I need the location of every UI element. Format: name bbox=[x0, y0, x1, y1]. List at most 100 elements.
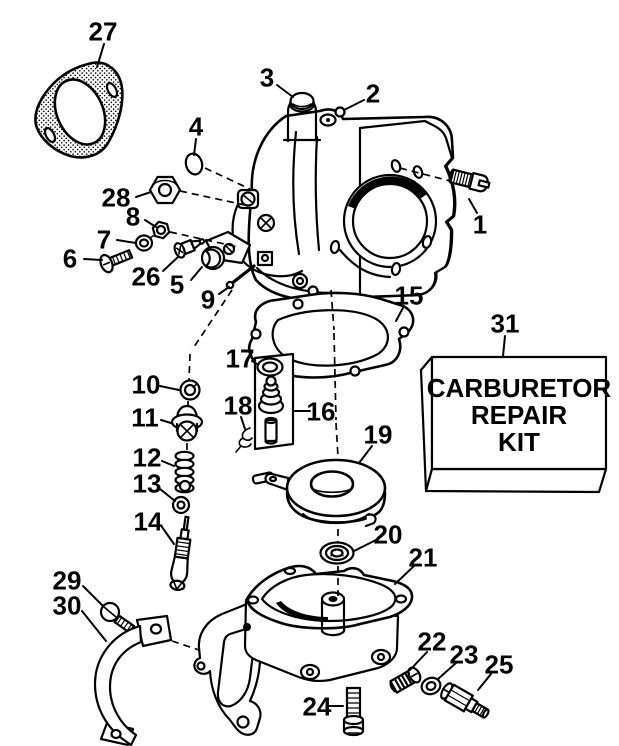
idle-air-bleed-ball bbox=[334, 106, 346, 118]
callout-6: 6 bbox=[63, 244, 103, 274]
callout-number-21: 21 bbox=[409, 543, 438, 573]
callout-number-25: 25 bbox=[485, 650, 514, 680]
pivot-pin bbox=[225, 264, 256, 290]
callout-number-24: 24 bbox=[303, 692, 332, 722]
kit-box-line-1: CARBURETOR bbox=[427, 373, 612, 403]
callout-leader-3 bbox=[276, 84, 294, 98]
callout-number-20: 20 bbox=[374, 520, 403, 550]
callout-leader-20 bbox=[353, 539, 377, 552]
packing-ring bbox=[179, 379, 201, 401]
adjustment-needle bbox=[169, 515, 192, 591]
vent-cap bbox=[289, 91, 315, 111]
retainer-clip bbox=[235, 427, 253, 453]
small-nut bbox=[151, 220, 171, 240]
callout-number-1: 1 bbox=[473, 210, 487, 240]
fuel-inlet-fitting bbox=[440, 682, 490, 719]
callout-leader-15 bbox=[395, 305, 405, 322]
callout-number-17: 17 bbox=[226, 344, 255, 374]
callout-29: 29 bbox=[53, 566, 104, 607]
callout-number-28: 28 bbox=[102, 183, 131, 213]
lock-washer bbox=[134, 234, 154, 252]
callout-number-12: 12 bbox=[133, 443, 162, 473]
callout-22: 22 bbox=[409, 627, 446, 671]
plug-washer bbox=[420, 676, 442, 696]
callout-30: 30 bbox=[53, 591, 107, 642]
callout-leader-7 bbox=[116, 239, 137, 244]
callout-leader-2 bbox=[343, 99, 365, 111]
pump-check-ball bbox=[184, 152, 204, 176]
callout-number-10: 10 bbox=[132, 370, 161, 400]
callout-10: 10 bbox=[132, 370, 180, 400]
callout-number-29: 29 bbox=[53, 566, 82, 596]
callout-number-8: 8 bbox=[126, 202, 140, 232]
callout-number-3: 3 bbox=[260, 63, 274, 93]
needle-valve-seat bbox=[170, 404, 204, 442]
callout-leader-4 bbox=[193, 138, 197, 156]
callout-15: 15 bbox=[395, 281, 423, 322]
callout-number-30: 30 bbox=[53, 591, 82, 621]
callout-leader-11 bbox=[160, 419, 172, 424]
callout-leader-17 bbox=[251, 360, 258, 365]
idle-needle-screw bbox=[448, 168, 491, 193]
callout-14: 14 bbox=[134, 507, 175, 545]
callout-leader-28 bbox=[135, 191, 152, 198]
float-bowl bbox=[193, 564, 414, 736]
callout-leader-5 bbox=[190, 266, 203, 281]
callout-leader-6 bbox=[83, 258, 103, 261]
callout-leader-23 bbox=[437, 662, 457, 680]
callout-18: 18 bbox=[224, 391, 253, 430]
kit-box-line-2: REPAIR bbox=[471, 400, 568, 430]
callout-leader-14 bbox=[161, 526, 175, 545]
callout-number-13: 13 bbox=[133, 469, 162, 499]
callout-4: 4 bbox=[189, 112, 204, 156]
callout-number-9: 9 bbox=[201, 285, 215, 315]
callout-leader-30 bbox=[81, 610, 107, 642]
callout-leader-29 bbox=[82, 585, 104, 607]
mixture-spring bbox=[174, 450, 195, 494]
callout-20: 20 bbox=[353, 520, 403, 552]
assembly-axis-lines bbox=[169, 167, 451, 651]
callout-13: 13 bbox=[133, 469, 176, 502]
callout-leader-10 bbox=[159, 385, 180, 391]
callout-3: 3 bbox=[260, 63, 294, 98]
mounting-bolt bbox=[342, 686, 365, 737]
callout-8: 8 bbox=[126, 202, 157, 232]
callout-number-27: 27 bbox=[89, 17, 118, 47]
callout-27: 27 bbox=[89, 17, 118, 68]
mounting-gasket bbox=[34, 61, 124, 159]
callout-number-5: 5 bbox=[170, 270, 184, 300]
callout-leader-8 bbox=[144, 219, 157, 228]
callout-17: 17 bbox=[226, 344, 258, 374]
pump-nozzle bbox=[173, 238, 206, 259]
callout-number-6: 6 bbox=[63, 244, 77, 274]
callout-7: 7 bbox=[97, 225, 137, 255]
callout-number-4: 4 bbox=[189, 112, 204, 142]
callout-number-19: 19 bbox=[364, 420, 393, 450]
callout-12: 12 bbox=[133, 443, 175, 473]
callout-leader-18 bbox=[240, 416, 246, 430]
callout-19: 19 bbox=[358, 420, 393, 464]
repair-kit-box: CARBURETOR REPAIR KIT bbox=[419, 355, 612, 494]
spring-washer bbox=[171, 495, 191, 515]
callout-21: 21 bbox=[394, 543, 438, 585]
callout-9: 9 bbox=[201, 285, 230, 315]
callout-leader-21 bbox=[394, 565, 415, 585]
callout-leader-1 bbox=[468, 198, 478, 214]
callout-leader-26 bbox=[162, 256, 179, 272]
callout-number-2: 2 bbox=[366, 79, 380, 109]
callout-leader-22 bbox=[409, 651, 428, 671]
callout-number-7: 7 bbox=[97, 225, 111, 255]
bowl-seal bbox=[319, 541, 355, 565]
seal-ring bbox=[256, 357, 284, 377]
callout-leader-13 bbox=[159, 488, 176, 502]
float bbox=[251, 458, 387, 528]
lever-screw bbox=[99, 249, 134, 274]
callout-26: 26 bbox=[132, 256, 179, 292]
inlet-needle-valve bbox=[257, 375, 285, 415]
kit-box-line-3: KIT bbox=[498, 427, 540, 457]
callout-number-23: 23 bbox=[450, 640, 479, 670]
callout-number-18: 18 bbox=[224, 391, 253, 421]
drain-plug bbox=[389, 666, 422, 694]
